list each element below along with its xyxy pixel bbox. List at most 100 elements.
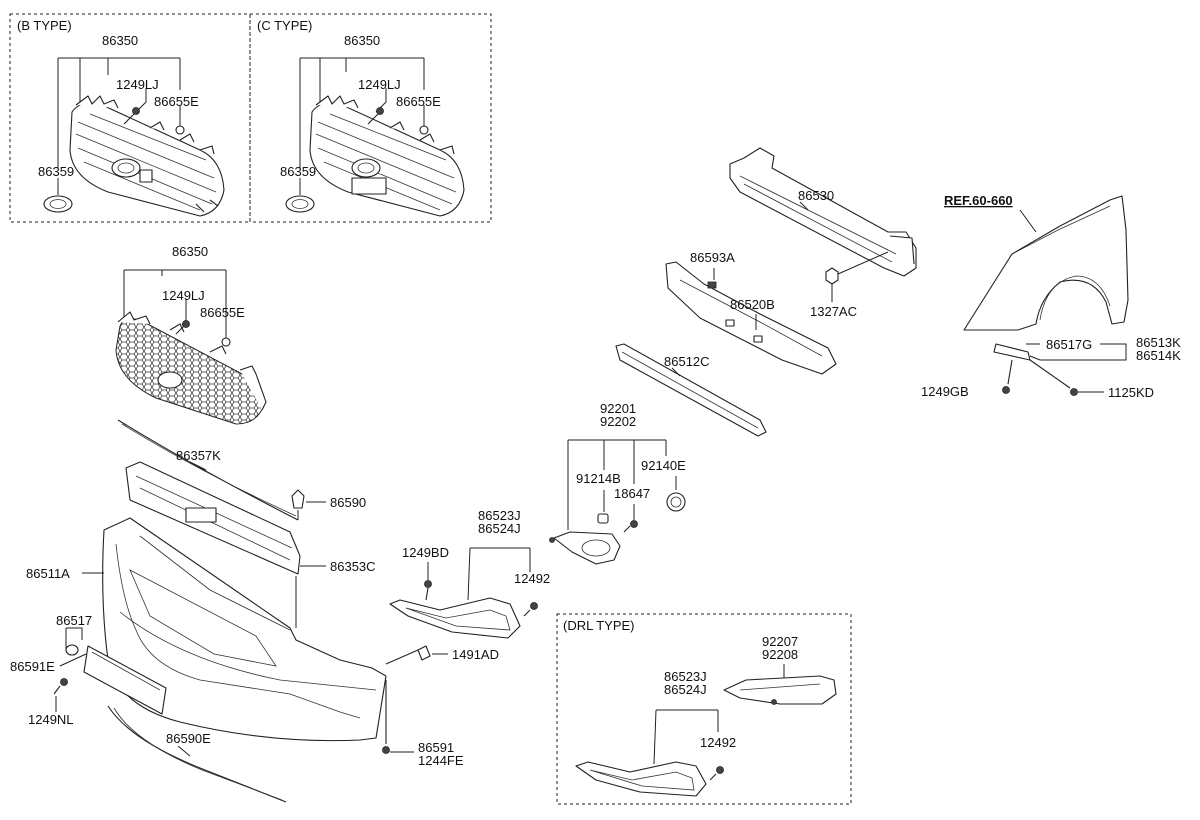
drl-screw-icon [709,766,724,781]
leader-86523J [467,547,531,601]
fog-lamp-group: 1249BD 86523J 86524J 12492 92201 92202 9… [389,401,686,639]
label-86513K[interactable]: 86513K [1136,335,1181,350]
leader-86357K [189,461,207,471]
fender [963,195,1129,331]
drl-type-box: (DRL TYPE) 92207 92208 86523J 86524J 124… [556,613,852,805]
main-label-1249LJ[interactable]: 1249LJ [162,288,205,303]
c-label-86655E[interactable]: 86655E [396,94,441,109]
c-type-title: (C TYPE) [257,18,312,33]
label-86353C[interactable]: 86353C [330,559,376,574]
b-label-86359[interactable]: 86359 [38,164,74,179]
drl-lamp [723,675,837,705]
label-12492[interactable]: 12492 [514,571,550,586]
c-label-1249LJ[interactable]: 1249LJ [358,77,401,92]
clip-86590-icon [291,489,305,509]
lower-strip [107,705,287,803]
label-1249GB[interactable]: 1249GB [921,384,969,399]
absorber-group: 86512C 86593A 86520B 86530 1327AC [615,147,917,437]
c-screw-icon [367,107,384,125]
bolt-1125KD-icon [1029,359,1078,396]
leader-86590E [177,745,191,757]
main-label-86655E[interactable]: 86655E [200,305,245,320]
fog-lamp-bezel [389,597,521,639]
label-ref-60-660[interactable]: REF.60-660 [944,193,1013,208]
label-86517G[interactable]: 86517G [1046,337,1092,352]
label-86523J[interactable]: 86523J [478,508,521,523]
label-86593A[interactable]: 86593A [690,250,735,265]
label-1244FE[interactable]: 1244FE [418,753,464,768]
label-86514K[interactable]: 86514K [1136,348,1181,363]
main-clip-icon [221,337,231,347]
c-label-86359[interactable]: 86359 [280,164,316,179]
fog-lamp [549,531,621,565]
label-86591[interactable]: 86591 [418,740,454,755]
plate-bracket [83,645,167,715]
upper-bracket [125,461,301,575]
drl-label-86524J[interactable]: 86524J [664,682,707,697]
screw-12492-icon [523,602,538,617]
energy-absorber [665,261,837,375]
clip-86593A-icon [707,281,717,289]
leader-86512C [671,367,681,377]
b-type-box: (B TYPE) 86350 1249LJ 86655E 86359 [9,13,251,223]
bumper-group: 86357K 86353C 86590 86511A [10,419,499,803]
b-screw-icon [123,107,140,125]
fender-group: REF.60-660 86517G 86513K 86514K 1249GB 1… [921,193,1181,400]
b-emblem-icon [43,195,73,213]
label-1125KD[interactable]: 1125KD [1108,385,1154,400]
label-86524J[interactable]: 86524J [478,521,521,536]
drl-label-86523J[interactable]: 86523J [664,669,707,684]
leader-86591E [59,653,87,667]
b-grille [69,95,225,217]
screw-1249BD-icon [424,580,432,601]
label-86590[interactable]: 86590 [330,495,366,510]
main-grille-leaders [123,269,227,340]
cap-86591E-icon [65,644,79,656]
c-grille [309,95,465,217]
drl-label-92207[interactable]: 92207 [762,634,798,649]
c-clip-icon [419,125,429,135]
label-86591E[interactable]: 86591E [10,659,55,674]
label-92202[interactable]: 92202 [600,414,636,429]
label-86512C[interactable]: 86512C [664,354,710,369]
drl-type-title: (DRL TYPE) [563,618,635,633]
nut-1327AC-icon [825,267,839,285]
leader-92201 [567,439,667,530]
label-86357K[interactable]: 86357K [176,448,221,463]
label-92140E[interactable]: 92140E [641,458,686,473]
c-label-86350[interactable]: 86350 [344,33,380,48]
label-91214B[interactable]: 91214B [576,471,621,486]
seal-strip [117,419,299,521]
b-type-title: (B TYPE) [17,18,72,33]
bumper-cover [102,517,387,742]
b-label-1249LJ[interactable]: 1249LJ [116,77,159,92]
label-86517[interactable]: 86517 [56,613,92,628]
screw-1249NL-icon [53,678,68,695]
main-label-86350[interactable]: 86350 [172,244,208,259]
c-type-box: (C TYPE) 86350 1249LJ 86655E 86359 [249,13,492,223]
main-grille-group: 86350 1249LJ 86655E [115,244,267,425]
main-grille [115,311,267,425]
ring-92140E-icon [666,492,686,512]
label-92201[interactable]: 92201 [600,401,636,416]
leader-86590 [297,501,326,520]
b-label-86655E[interactable]: 86655E [154,94,199,109]
label-1249NL[interactable]: 1249NL [28,712,74,727]
label-86530[interactable]: 86530 [798,188,834,203]
label-86590E[interactable]: 86590E [166,731,211,746]
label-86511A[interactable]: 86511A [26,566,70,581]
b-leaders [57,57,181,168]
label-1249BD[interactable]: 1249BD [402,545,449,560]
c-leaders [299,57,425,168]
label-1327AC[interactable]: 1327AC [810,304,857,319]
drl-label-92208[interactable]: 92208 [762,647,798,662]
fender-bracket [993,343,1031,361]
label-1491AD[interactable]: 1491AD [452,647,499,662]
label-18647[interactable]: 18647 [614,486,650,501]
label-86520B[interactable]: 86520B [730,297,775,312]
b-label-86350[interactable]: 86350 [102,33,138,48]
leader-86517 [65,627,83,650]
b-leaders-2 [135,88,181,126]
drl-bezel [575,761,707,797]
drl-label-12492[interactable]: 12492 [700,735,736,750]
